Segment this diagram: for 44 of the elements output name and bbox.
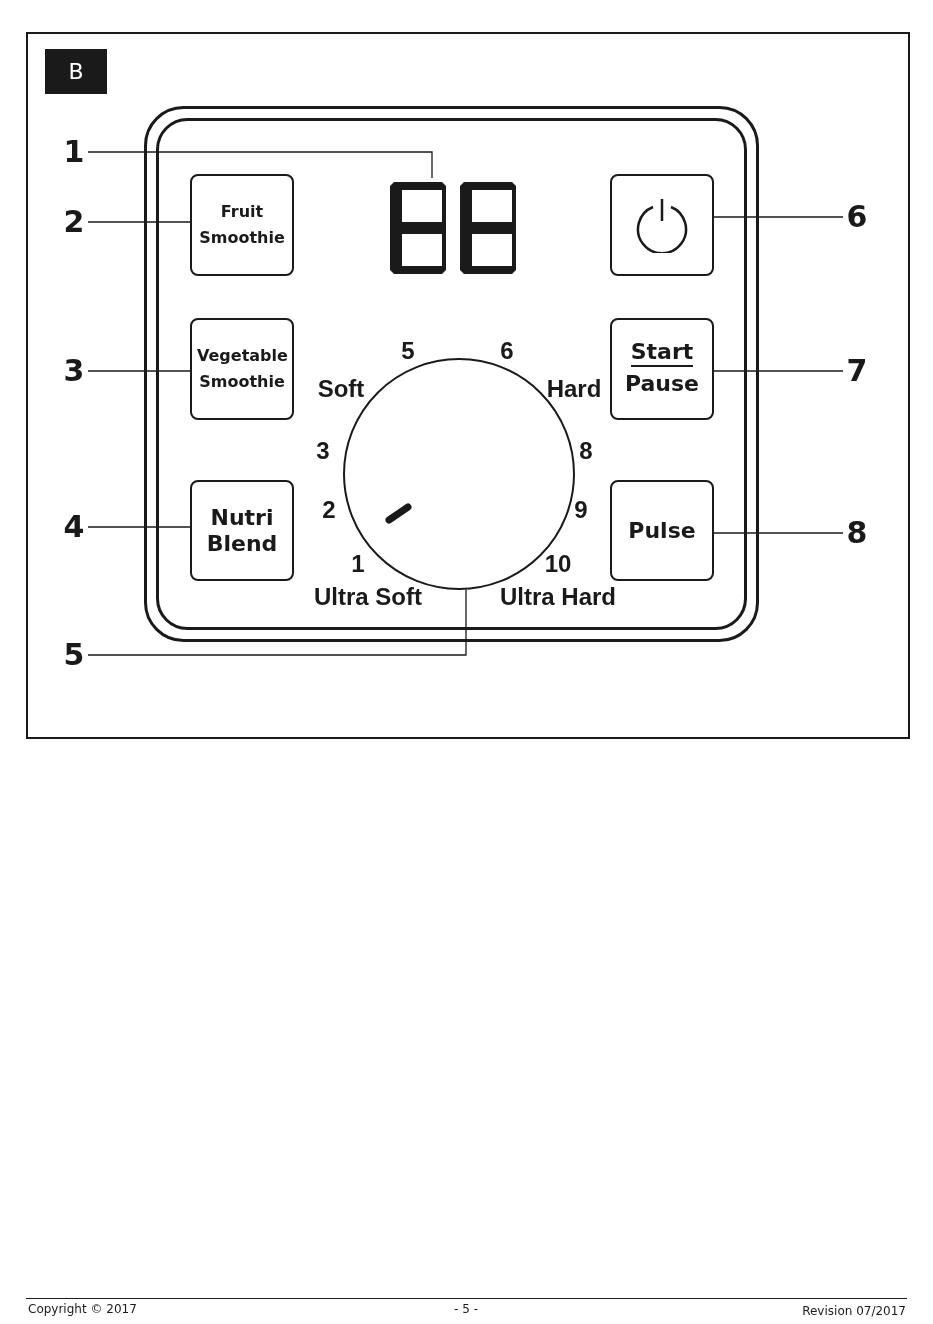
callout-number: 5: [60, 640, 88, 670]
page-number: - 5 -: [454, 1302, 478, 1316]
dial-setting-label: Soft: [317, 376, 365, 402]
control-key: [190, 174, 294, 276]
key-label: Start: [630, 339, 694, 367]
dial-number: 1: [351, 551, 365, 577]
leader-line: [87, 589, 467, 656]
control-key: [190, 318, 294, 420]
dial-number: 10: [544, 551, 572, 577]
leader-line: [87, 370, 191, 372]
control-key: [610, 480, 714, 581]
leader-line: [87, 151, 433, 179]
callout-number: 8: [843, 518, 871, 548]
leader-line: [713, 216, 844, 218]
control-key: [610, 318, 714, 420]
key-label: Pause: [624, 370, 700, 398]
control-key: [190, 480, 294, 581]
panel-tag: B: [45, 49, 107, 94]
dial-number: 2: [322, 497, 336, 523]
callout-number: 4: [60, 512, 88, 542]
dial-number: 5: [401, 338, 415, 364]
leader-line: [87, 221, 191, 223]
key-label: Fruit Smoothie: [198, 201, 286, 249]
key-label: Nutri Blend: [205, 504, 279, 557]
leader-line: [713, 532, 844, 534]
dial-setting-label: Ultra Soft: [314, 584, 422, 610]
callout-number: 2: [60, 207, 88, 237]
callout-number: 7: [843, 356, 871, 386]
key-label: Vegetable Smoothie: [197, 345, 287, 393]
dial-number: 6: [500, 338, 514, 364]
revision-text: Revision 07/2017: [802, 1304, 906, 1318]
dial-setting-label: Ultra Hard: [500, 584, 616, 610]
dial-setting-label: Hard: [546, 376, 602, 402]
dial-number: 8: [579, 438, 593, 464]
key-label: Pulse: [628, 516, 696, 545]
callout-number: 6: [843, 202, 871, 232]
callout-number: 1: [60, 137, 88, 167]
power-key: [610, 174, 714, 276]
leader-line: [713, 370, 844, 372]
dial-number: 3: [316, 438, 330, 464]
leader-line: [87, 526, 191, 528]
dial-number: 9: [574, 497, 588, 523]
callout-number: 3: [60, 356, 88, 386]
copyright-text: Copyright © 2017: [28, 1302, 137, 1316]
